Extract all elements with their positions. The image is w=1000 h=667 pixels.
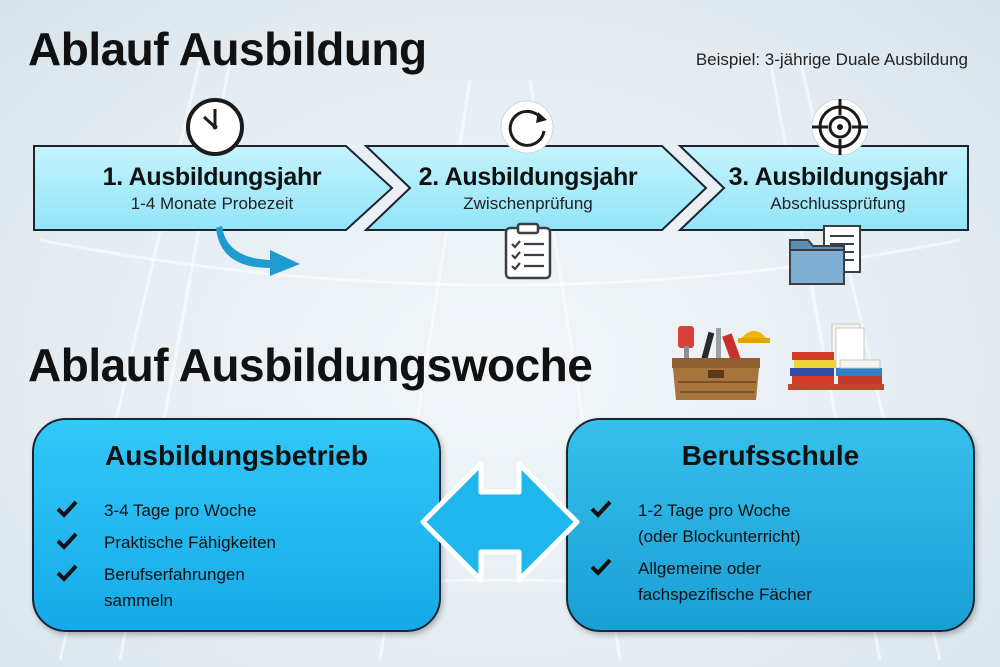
double-arrow-connector-icon xyxy=(420,461,580,583)
vocational-school-title: Berufsschule xyxy=(681,440,860,471)
checkmark-icon xyxy=(590,500,612,518)
checkmark-icon xyxy=(590,558,612,576)
timeline-segment-2 xyxy=(363,145,708,231)
step-subtitle: Abschlussprüfung xyxy=(770,194,906,213)
step-subtitle: 1-4 Monate Probezeit xyxy=(130,194,294,213)
list-item: Berufserfahrungen sammeln xyxy=(56,562,276,614)
step-title: 1. Ausbildungsjahr xyxy=(102,163,322,191)
training-company-box: Ausbildungsbetrieb 3-4 Tage pro Woche Pr… xyxy=(32,418,441,632)
step-subtitle: Zwischenprüfung xyxy=(463,194,593,213)
checkmark-icon xyxy=(56,532,78,550)
list-item: 3-4 Tage pro Woche xyxy=(56,498,276,524)
training-company-title: Ausbildungsbetrieb xyxy=(105,440,368,471)
refresh-icon xyxy=(500,100,554,154)
step-title: 2. Ausbildungsjahr xyxy=(418,163,638,191)
example-note: Beispiel: 3-jährige Duale Ausbildung xyxy=(695,50,968,69)
timeline-step-2: 2. Ausbildungsjahr Zwischenprüfung xyxy=(398,163,658,214)
books-stack-icon xyxy=(788,323,884,390)
list-item: 1-2 Tage pro Woche (oder Blockunterricht… xyxy=(590,498,812,550)
list-item-text: Allgemeine oder xyxy=(638,559,761,578)
list-item: Allgemeine oder fachspezifische Fächer xyxy=(590,556,812,608)
clipboard-checklist-icon xyxy=(504,222,552,280)
folder-documents-icon xyxy=(789,225,861,285)
list-item-text: fachspezifische Fächer xyxy=(638,585,812,604)
timeline-step-1: 1. Ausbildungsjahr 1-4 Monate Probezeit xyxy=(82,163,342,214)
checkmark-icon xyxy=(56,500,78,518)
list-item-text: Praktische Fähigkeiten xyxy=(104,533,276,552)
timeline-band xyxy=(33,145,969,231)
toolbox-icon xyxy=(672,326,770,400)
clock-icon xyxy=(186,98,244,156)
list-item-text: sammeln xyxy=(104,591,173,610)
page-title: Ablauf Ausbildung xyxy=(28,23,427,75)
timeline-segment-1 xyxy=(33,145,394,231)
vocational-school-box: Berufsschule 1-2 Tage pro Woche (oder Bl… xyxy=(566,418,975,632)
list-item-text: Berufserfahrungen xyxy=(104,565,245,584)
list-item: Praktische Fähigkeiten xyxy=(56,530,276,556)
curved-arrow-icon xyxy=(216,226,300,276)
list-item-text: (oder Blockunterricht) xyxy=(638,527,801,546)
target-icon xyxy=(811,98,869,156)
list-item-text: 1-2 Tage pro Woche xyxy=(638,501,791,520)
vocational-school-list: 1-2 Tage pro Woche (oder Blockunterricht… xyxy=(590,498,812,614)
week-title: Ablauf Ausbildungswoche xyxy=(28,339,593,391)
step-title: 3. Ausbildungsjahr xyxy=(728,163,948,191)
timeline-step-3: 3. Ausbildungsjahr Abschlussprüfung xyxy=(708,163,968,214)
checkmark-icon xyxy=(56,564,78,582)
training-company-list: 3-4 Tage pro Woche Praktische Fähigkeite… xyxy=(56,498,276,620)
list-item-text: 3-4 Tage pro Woche xyxy=(104,501,257,520)
